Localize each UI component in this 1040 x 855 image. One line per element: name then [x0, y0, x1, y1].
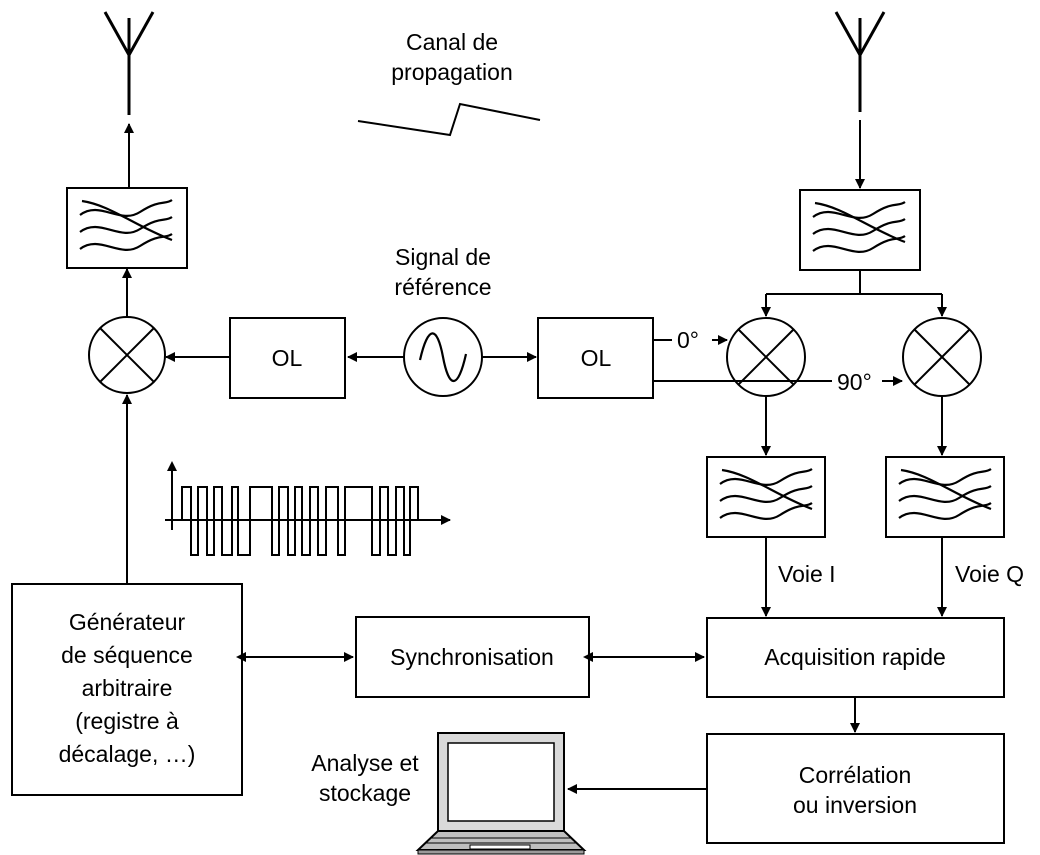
correlation-block: Corrélation ou inversion	[706, 733, 1005, 844]
reference-label-line1: Signal de	[395, 244, 491, 270]
ol-right-block: OL	[537, 317, 654, 399]
reference-oscillator-icon	[403, 317, 483, 397]
laptop-icon	[415, 732, 587, 855]
correlation-label-line1: Corrélation	[799, 762, 912, 788]
phase-0-label: 0°	[677, 327, 699, 353]
tx-mixer-icon	[88, 316, 166, 394]
generator-label-line3: arbitraire	[82, 675, 173, 701]
rx-mixer-q-icon	[902, 317, 982, 397]
tx-bandpass-filter	[66, 187, 188, 269]
analysis-label-line2: stockage	[319, 780, 411, 806]
generator-label-line2: de séquence	[61, 642, 193, 668]
analysis-label-line1: Analyse et	[311, 750, 419, 776]
voie-q-label: Voie Q	[955, 561, 1024, 587]
channel-label-line1: Canal de	[406, 29, 498, 55]
acquisition-label: Acquisition rapide	[764, 644, 946, 670]
correlation-label-line2: ou inversion	[793, 792, 917, 818]
rx-mixer-i-icon	[726, 317, 806, 397]
lowpass-filter-i	[706, 456, 826, 538]
channel-label-line2: propagation	[391, 59, 513, 85]
ol-left-label: OL	[272, 345, 303, 371]
ol-left-block: OL	[229, 317, 346, 399]
voie-i-label: Voie I	[778, 561, 836, 587]
lowpass-filter-q	[885, 456, 1005, 538]
reference-label-line2: référence	[394, 274, 491, 300]
pn-sequence-waveform-icon	[165, 461, 451, 556]
acquisition-block: Acquisition rapide	[706, 617, 1005, 698]
generator-label-line4: (registre à	[75, 708, 179, 734]
generator-label-line5: décalage, …)	[59, 741, 196, 767]
generator-label-line1: Générateur	[69, 609, 186, 635]
synchronisation-label: Synchronisation	[390, 644, 554, 670]
synchronisation-block: Synchronisation	[355, 616, 590, 698]
rx-antenna-icon	[834, 11, 886, 112]
phase-90-label: 90°	[837, 369, 872, 395]
tx-antenna-icon	[103, 11, 155, 115]
ol-right-label: OL	[581, 345, 612, 371]
rx-bandpass-filter	[799, 189, 921, 271]
propagation-channel-icon	[357, 102, 541, 137]
generator-block: Générateur de séquence arbitraire (regis…	[11, 583, 243, 796]
